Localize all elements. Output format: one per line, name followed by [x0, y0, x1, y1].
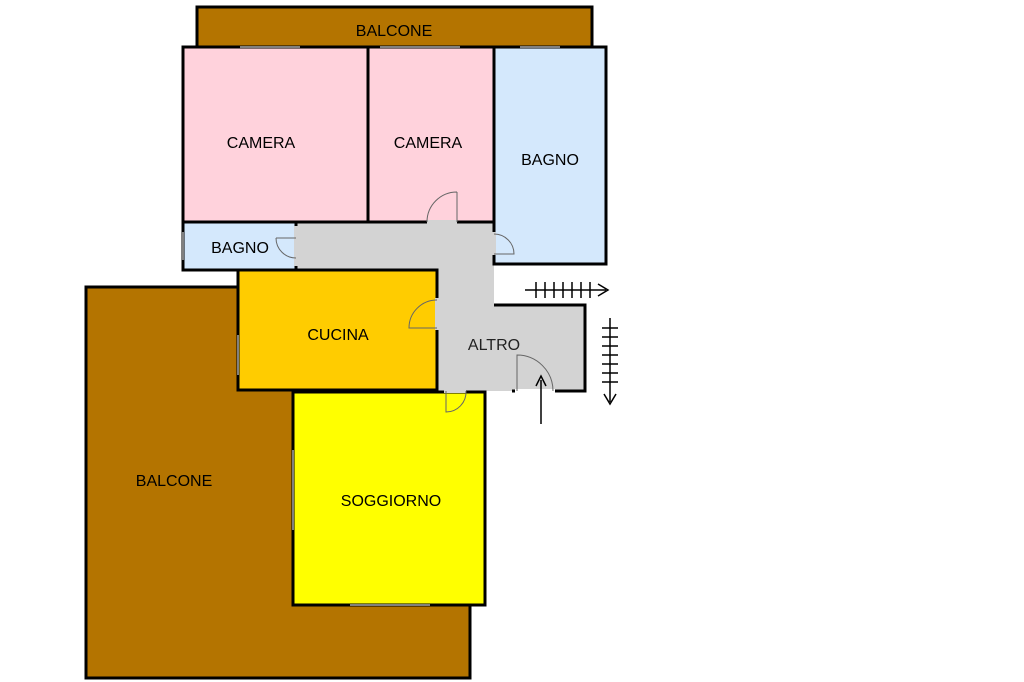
stairs-vertical: [602, 318, 618, 406]
room-cucina: CUCINA: [236, 268, 439, 392]
room-label-soggiorno: SOGGIORNO: [341, 493, 441, 510]
room-label-camera-2: CAMERA: [394, 135, 463, 152]
room-soggiorno: SOGGIORNO: [291, 390, 487, 607]
entrance-arrow: [535, 374, 547, 424]
room-label-balcone-top: BALCONE: [356, 23, 432, 40]
door-arc-bagno-small: [275, 237, 297, 259]
door-openings: [294, 220, 555, 393]
door-arc-cucina: [408, 299, 438, 329]
room-camera-1: CAMERA: [181, 45, 370, 224]
room-label-cucina: CUCINA: [307, 327, 369, 344]
door-arc-soggiorno: [445, 390, 467, 413]
room-label-bagno-right: BAGNO: [521, 152, 579, 169]
room-label-bagno-small: BAGNO: [211, 240, 269, 257]
door-arcs: [275, 191, 554, 413]
room-label-altro: ALTRO: [468, 337, 520, 354]
room-bagno-right: BAGNO: [492, 45, 608, 266]
room-label-balcone-big: BALCONE: [136, 473, 212, 490]
windows: [182, 46, 560, 606]
door-arc-entrance: [516, 354, 554, 392]
door-arc-bagno-right: [493, 233, 515, 255]
room-label-camera-1: CAMERA: [227, 135, 296, 152]
room-bagno-small: BAGNO: [181, 220, 298, 272]
room-camera-2: CAMERA: [366, 45, 496, 224]
door-arc-camera-2: [426, 191, 458, 223]
stairs-horizontal: [525, 282, 610, 298]
room-balcone-top: BALCONE: [195, 5, 594, 49]
